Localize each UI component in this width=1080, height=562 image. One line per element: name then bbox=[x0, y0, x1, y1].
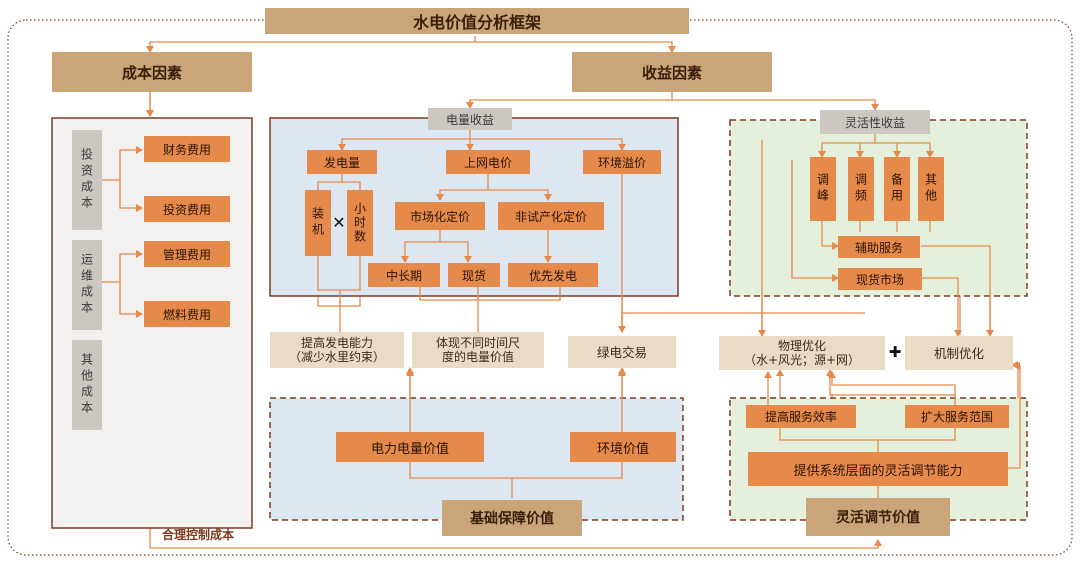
priority-gen-box: 优先发电 bbox=[508, 263, 598, 287]
non-market-price-box: 非试产化定价 bbox=[498, 202, 604, 230]
flex-revenue-label: 灵活性收益 bbox=[820, 110, 930, 134]
cost-category-investment: 投资成本 bbox=[72, 130, 102, 230]
cost-item-finance: 财务费用 bbox=[144, 136, 230, 162]
installed-capacity-box: 装机 bbox=[305, 190, 331, 256]
cost-control-label: 合理控制成本 bbox=[162, 528, 235, 542]
system-flex-capability-box: 提供系统层面的灵活调节能力 bbox=[748, 452, 1008, 486]
env-value-box: 环境价值 bbox=[570, 432, 676, 462]
service-peak-shaving: 调峰 bbox=[810, 157, 836, 221]
spot-box: 现货 bbox=[448, 263, 500, 287]
ancillary-services-box: 辅助服务 bbox=[838, 236, 920, 258]
mechanism-optimization-box: 机制优化 bbox=[905, 336, 1013, 370]
revenue-factors-heading: 收益因素 bbox=[572, 52, 772, 92]
generation-box: 发电量 bbox=[307, 150, 377, 174]
cost-factors-heading: 成本因素 bbox=[52, 52, 252, 92]
boost-capacity-box: 提高发电能力 （减少水里约束） bbox=[270, 332, 404, 368]
power-value-box: 电力电量价值 bbox=[336, 432, 484, 462]
cost-item-investment: 投资费用 bbox=[144, 196, 230, 222]
market-price-box: 市场化定价 bbox=[395, 202, 485, 230]
cost-item-fuel: 燃料费用 bbox=[144, 301, 230, 327]
physical-optimization-box: 物理优化 （水+风光；源+网） bbox=[719, 336, 885, 370]
cost-item-management: 管理费用 bbox=[144, 241, 230, 267]
power-revenue-label: 电量收益 bbox=[428, 108, 512, 130]
env-premium-box: 环境溢价 bbox=[583, 150, 661, 174]
plus-icon: ✚ bbox=[888, 343, 902, 361]
outer-frame bbox=[7, 19, 1073, 556]
flex-value-label: 灵活调节价值 bbox=[806, 498, 950, 536]
scope-box: 扩大服务范围 bbox=[905, 405, 1009, 428]
spot-market-box: 现货市场 bbox=[838, 268, 922, 290]
flex-revenue-panel bbox=[729, 119, 1028, 297]
service-other: 其他 bbox=[918, 157, 944, 221]
mid-long-term-box: 中长期 bbox=[368, 263, 440, 287]
service-frequency-reg: 调频 bbox=[848, 157, 874, 221]
base-value-label: 基础保障价值 bbox=[442, 500, 582, 536]
hours-box: 小时数 bbox=[347, 190, 373, 256]
multiply-icon: ✕ bbox=[332, 212, 346, 232]
cost-category-other: 其他成本 bbox=[72, 340, 102, 430]
page-title: 水电价值分析框架 bbox=[265, 8, 689, 34]
green-power-trading-box: 绿电交易 bbox=[568, 336, 676, 368]
time-scale-value-box: 体现不同时间尺 度的电量价值 bbox=[412, 332, 544, 368]
cost-category-operation: 运维成本 bbox=[72, 240, 102, 330]
grid-price-box: 上网电价 bbox=[446, 150, 530, 174]
service-reserve: 备用 bbox=[884, 157, 910, 221]
efficiency-box: 提高服务效率 bbox=[746, 405, 856, 428]
